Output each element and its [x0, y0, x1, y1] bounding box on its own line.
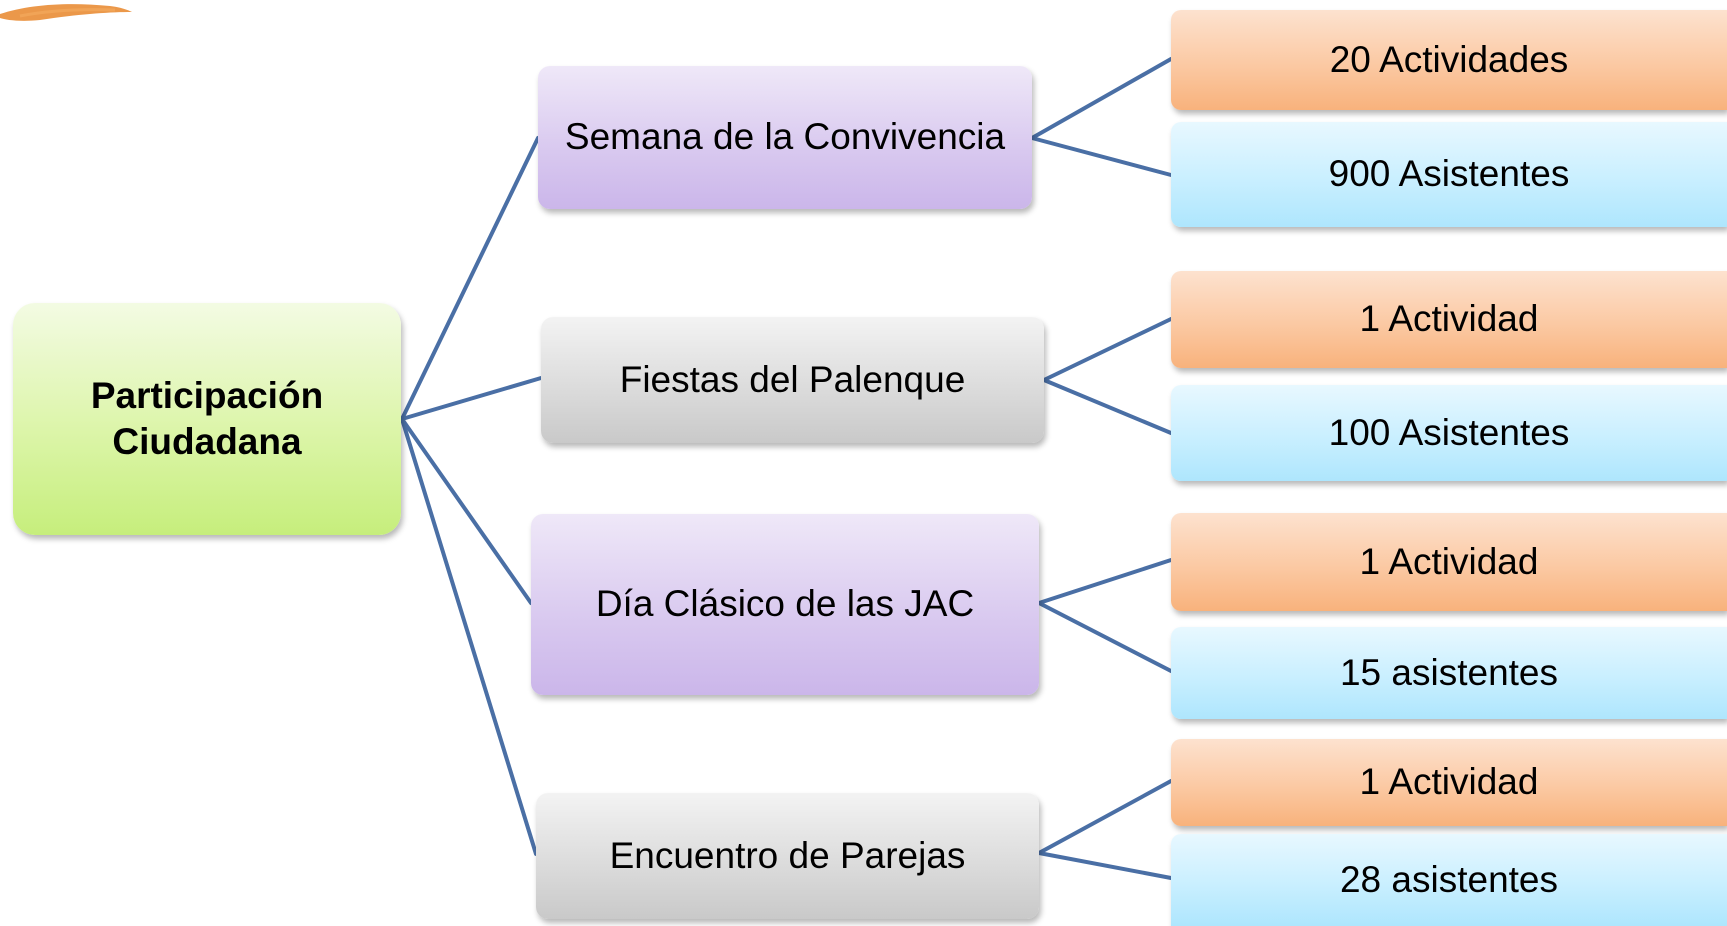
leaf-label: 1 Actividad — [1359, 298, 1539, 340]
leaf-activities-2: 1 Actividad — [1171, 271, 1727, 368]
leaf-attendees-4: 28 asistentes — [1171, 834, 1727, 926]
leaf-attendees-2: 100 Asistentes — [1171, 385, 1727, 481]
connector-branch-3-activities — [1037, 558, 1173, 605]
branch-label: Semana de la Convivencia — [564, 116, 1006, 158]
connector-root-branch-4 — [400, 417, 538, 856]
leaf-attendees-1: 900 Asistentes — [1171, 122, 1727, 227]
connector-branch-4-activities — [1037, 779, 1173, 855]
connector-branch-1-attendees — [1030, 136, 1173, 177]
connector-branch-3-attendees — [1037, 601, 1173, 673]
root-node: Participación Ciudadana — [13, 303, 401, 535]
leaf-label: 20 Actividades — [1329, 38, 1569, 80]
leaf-activities-3: 1 Actividad — [1171, 513, 1727, 611]
connector-branch-1-activities — [1030, 57, 1173, 140]
leaf-activities-4: 1 Actividad — [1171, 739, 1727, 826]
branch-node-fiestas-palenque: Fiestas del Palenque — [541, 317, 1044, 443]
leaf-label: 900 Asistentes — [1328, 153, 1570, 195]
branch-node-encuentro-parejas: Encuentro de Parejas — [536, 793, 1039, 919]
root-label-line2: Ciudadana — [112, 421, 302, 462]
leaf-label: 100 Asistentes — [1328, 411, 1570, 453]
branch-node-semana-convivencia: Semana de la Convivencia — [538, 66, 1032, 209]
leaf-attendees-3: 15 asistentes — [1171, 627, 1727, 719]
connector-root-branch-3 — [400, 417, 533, 605]
leaf-label: 1 Actividad — [1359, 761, 1539, 803]
leaf-activities-1: 20 Actividades — [1171, 10, 1727, 110]
leaf-label: 15 asistentes — [1339, 651, 1559, 693]
connector-branch-4-attendees — [1037, 851, 1173, 880]
connector-branch-2-attendees — [1042, 378, 1173, 435]
root-label-line1: Participación — [90, 374, 324, 416]
leaf-label: 28 asistentes — [1339, 858, 1559, 900]
branch-label: Encuentro de Parejas — [609, 834, 966, 876]
connector-branch-2-activities — [1042, 317, 1173, 382]
branch-label: Fiestas del Palenque — [619, 358, 966, 400]
connector-root-branch-1 — [400, 136, 540, 421]
branch-label: Día Clásico de las JAC — [595, 583, 975, 625]
leaf-label: 1 Actividad — [1359, 540, 1539, 582]
decorative-brush-mark — [0, 4, 132, 21]
branch-node-dia-clasico-jac: Día Clásico de las JAC — [531, 514, 1039, 695]
connector-root-branch-2 — [400, 376, 543, 421]
